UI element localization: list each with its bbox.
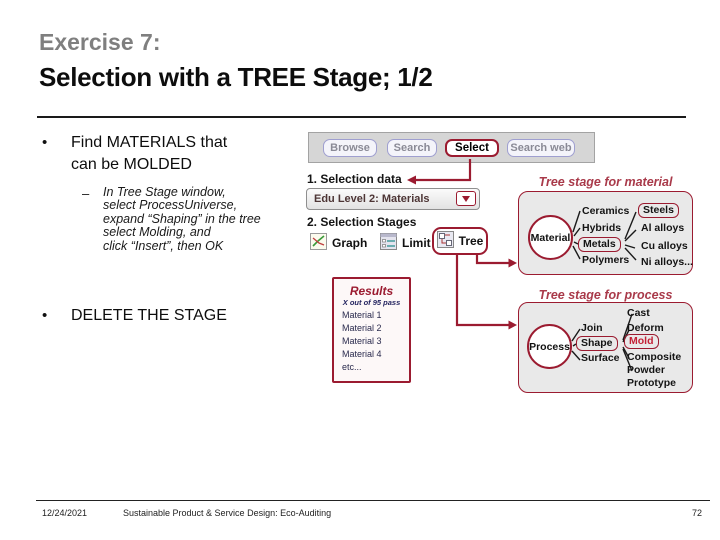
bullet-text-delete-stage: DELETE THE STAGE bbox=[71, 307, 227, 324]
chevron-down-icon bbox=[462, 195, 470, 202]
process-tree-panel: Process Join Shape Surface Cast Deform M… bbox=[518, 302, 693, 393]
node-surface: Surface bbox=[581, 352, 620, 364]
sub-bullet-text: In Tree Stage window, select ProcessUniv… bbox=[103, 185, 261, 253]
footer-title: Sustainable Product & Service Design: Ec… bbox=[123, 508, 332, 518]
node-steels-selected: Steels bbox=[638, 203, 679, 218]
node-al-alloys: Al alloys bbox=[641, 222, 685, 234]
node-ceramics: Ceramics bbox=[582, 205, 630, 217]
sub-bullet-marker: – bbox=[82, 186, 90, 201]
node-ni-alloys: Ni alloys... bbox=[641, 256, 693, 268]
list-item: Material 2 bbox=[342, 323, 382, 333]
stage-graph-button[interactable]: Graph bbox=[310, 233, 367, 253]
bullet-text-find-materials: Find MATERIALS that can be MOLDED bbox=[71, 134, 228, 173]
dropdown-arrow-button[interactable] bbox=[456, 191, 476, 206]
node-deform: Deform bbox=[627, 322, 664, 334]
tree-to-process-arrow bbox=[455, 255, 517, 330]
node-shape-selected: Shape bbox=[576, 336, 618, 351]
footer-page-number: 72 bbox=[691, 508, 702, 518]
dropdown-value: Edu Level 2: Materials bbox=[314, 193, 430, 205]
page-title: Selection with a TREE Stage; 1/2 bbox=[39, 62, 433, 92]
search-button[interactable]: Search bbox=[387, 139, 437, 157]
bullet-marker: • bbox=[42, 134, 48, 151]
footer-divider bbox=[36, 500, 710, 501]
material-tree-panel: Material Ceramics Hybrids Metals Polymer… bbox=[518, 191, 693, 275]
node-hybrids: Hybrids bbox=[582, 222, 622, 234]
browser-toolbar: Browse Search Select Search web bbox=[308, 132, 595, 163]
node-prototype: Prototype bbox=[627, 377, 677, 389]
tree-to-material-arrow bbox=[475, 255, 517, 268]
process-tree-caption: Tree stage for process bbox=[538, 288, 673, 302]
list-item: Material 3 bbox=[342, 336, 382, 346]
page-title-eyebrow: Exercise 7: bbox=[39, 29, 161, 55]
node-powder: Powder bbox=[627, 364, 665, 376]
node-composite: Composite bbox=[627, 351, 682, 363]
search-web-button[interactable]: Search web bbox=[507, 139, 575, 157]
material-tree-caption: Tree stage for material bbox=[538, 175, 673, 189]
stage-tree-label: Tree bbox=[458, 234, 484, 248]
graph-icon bbox=[310, 233, 327, 253]
database-dropdown[interactable]: Edu Level 2: Materials bbox=[306, 188, 480, 210]
material-root-node: Material bbox=[528, 215, 573, 260]
list-item: Material 4 bbox=[342, 349, 382, 359]
bullet-marker: • bbox=[42, 307, 48, 324]
node-cast: Cast bbox=[627, 307, 650, 319]
select-button[interactable]: Select bbox=[445, 139, 499, 157]
node-polymers: Polymers bbox=[582, 254, 630, 266]
tree-icon bbox=[436, 231, 454, 251]
node-cu-alloys: Cu alloys bbox=[641, 240, 688, 252]
limit-icon bbox=[380, 233, 397, 253]
list-item: Material 1 bbox=[342, 310, 382, 320]
stage-limit-label: Limit bbox=[402, 236, 431, 250]
footer-date: 12/24/2021 bbox=[42, 508, 88, 518]
selection-stages-label: 2. Selection Stages bbox=[307, 215, 417, 229]
node-join: Join bbox=[581, 322, 603, 334]
stage-graph-label: Graph bbox=[332, 236, 368, 250]
process-root-node: Process bbox=[527, 324, 572, 369]
node-metals-selected: Metals bbox=[578, 237, 621, 252]
stage-tree-button[interactable]: Tree bbox=[432, 227, 488, 255]
stage-limit-button[interactable]: Limit bbox=[380, 233, 431, 253]
list-item: etc... bbox=[342, 362, 362, 372]
node-mold-selected: Mold bbox=[624, 334, 659, 349]
title-underline bbox=[37, 116, 686, 118]
results-panel: Results X out of 95 pass Material 1 Mate… bbox=[332, 277, 411, 383]
browse-button[interactable]: Browse bbox=[323, 139, 377, 157]
selection-data-label: 1. Selection data bbox=[307, 172, 402, 186]
results-title: Results bbox=[349, 284, 394, 298]
results-subtitle: X out of 95 pass bbox=[342, 298, 401, 307]
